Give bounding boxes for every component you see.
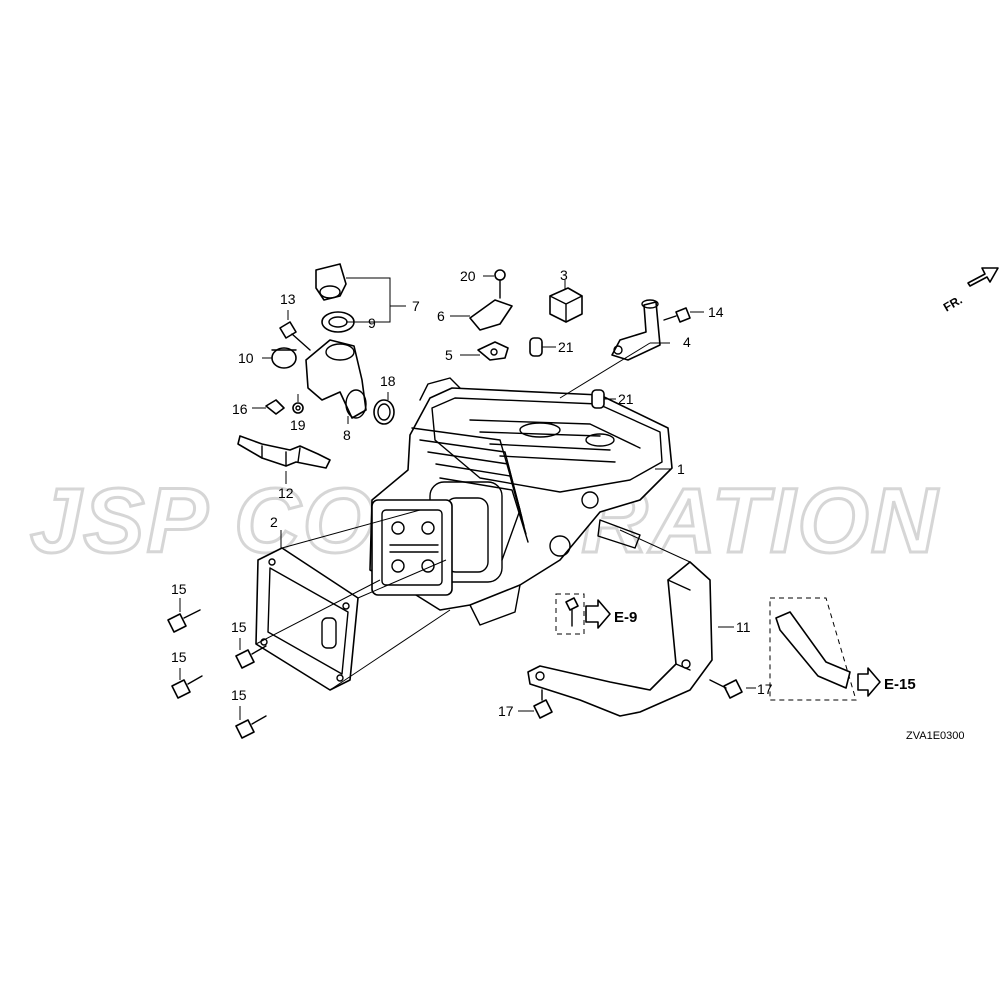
- part-21-pin-lower: [591, 389, 605, 409]
- part-9-seal: [321, 311, 355, 333]
- front-label: FR.: [941, 293, 965, 315]
- part-14-bolt: [663, 307, 691, 323]
- callout-5: 5: [445, 347, 453, 363]
- part-19-washer: [292, 402, 304, 414]
- callout-9: 9: [368, 315, 376, 331]
- front-direction-indicator: FR.: [941, 267, 999, 315]
- part-16-nut: [265, 399, 285, 415]
- callout-15-c: 15: [171, 649, 187, 665]
- callout-21-lower: 21: [618, 391, 634, 407]
- part-21-pin-upper: [529, 337, 543, 357]
- part-1-cylinder-block: [369, 377, 673, 626]
- reference-e9-label: E-9: [614, 609, 637, 626]
- callout-11: 11: [736, 619, 751, 635]
- part-10-cap: [271, 347, 297, 369]
- callout-2: 2: [270, 514, 278, 530]
- part-17-bolt-bottom: [533, 689, 553, 719]
- part-12-spark-plug: [237, 435, 331, 469]
- callout-15-a: 15: [171, 581, 187, 597]
- e15-arrow-icon: [857, 667, 881, 697]
- callout-14: 14: [708, 304, 724, 320]
- e9-arrow-icon: [585, 599, 611, 629]
- part-11-bracket: [527, 561, 713, 717]
- callout-18: 18: [380, 373, 396, 389]
- leader-lines: [179, 275, 756, 720]
- part-15-bolt-c: [171, 675, 203, 699]
- reference-e15-label: E-15: [884, 676, 916, 693]
- callout-17-right: 17: [757, 681, 773, 697]
- part-8-thermostat-cover: [305, 339, 367, 419]
- part-15-bolt-a: [167, 609, 201, 633]
- callout-19: 19: [290, 417, 306, 433]
- front-arrow-icon: [967, 267, 999, 287]
- part-18-o-ring: [373, 399, 395, 425]
- part-7-cap: [315, 263, 347, 301]
- callout-21-upper: 21: [558, 339, 574, 355]
- callout-16: 16: [232, 401, 248, 417]
- reference-e9-group: [555, 593, 611, 635]
- part-4-pipe: [611, 299, 661, 361]
- callout-7: 7: [412, 298, 420, 314]
- part-2-head-cover: [255, 547, 359, 691]
- callout-1: 1: [677, 461, 685, 477]
- callout-15-b: 15: [231, 619, 247, 635]
- callout-17-bottom: 17: [498, 703, 514, 719]
- reference-e15-group: [769, 597, 881, 701]
- part-5-clip: [477, 341, 509, 361]
- part-3-block: [549, 287, 583, 323]
- callout-10: 10: [238, 350, 254, 366]
- callout-labels: 1 2 3 4 5 6 7 8 9 10 11 12 13 14 15 15 1…: [171, 267, 773, 719]
- part-15-bolt-d: [235, 715, 267, 739]
- diagram-code: ZVA1E0300: [906, 730, 965, 742]
- callout-3: 3: [560, 267, 568, 283]
- part-13-bolt: [279, 321, 311, 351]
- callout-20: 20: [460, 268, 476, 284]
- callout-6: 6: [437, 308, 445, 324]
- callout-8: 8: [343, 427, 351, 443]
- part-6-plate: [469, 299, 513, 331]
- callout-12: 12: [278, 485, 294, 501]
- part-hose-icon: [775, 611, 851, 689]
- part-15-bolt-b: [235, 645, 267, 669]
- callout-15-d: 15: [231, 687, 247, 703]
- part-20-bolt: [494, 269, 506, 299]
- callout-4: 4: [683, 334, 691, 350]
- callout-13: 13: [280, 291, 296, 307]
- part-17-bolt-right: [709, 679, 743, 699]
